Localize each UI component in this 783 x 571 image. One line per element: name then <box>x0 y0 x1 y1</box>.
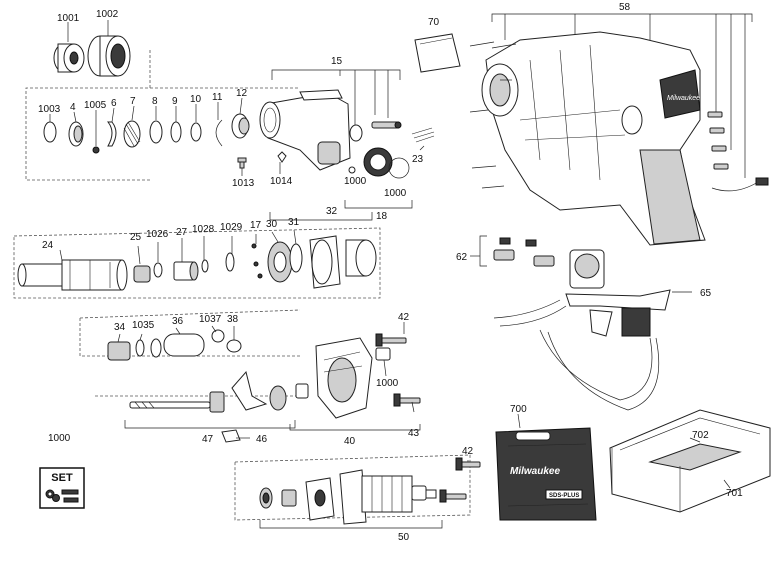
label-32: 32 <box>326 206 338 217</box>
group-brackets <box>124 13 753 529</box>
group-frames <box>13 50 471 521</box>
label-1005: 1005 <box>84 100 107 111</box>
label-1014: 1014 <box>270 176 293 187</box>
label-1000-d: 1000 <box>48 433 71 444</box>
part-1001-cap <box>53 43 85 73</box>
label-42-b: 42 <box>462 446 474 457</box>
label-1035: 1035 <box>132 320 155 331</box>
label-27: 27 <box>176 227 188 238</box>
label-11: 11 <box>212 92 223 103</box>
label-1037: 1037 <box>199 314 222 325</box>
label-1001: 1001 <box>57 13 80 24</box>
label-1026: 1026 <box>146 229 169 240</box>
part-40-gearbox <box>295 333 421 419</box>
part-58-housing: Milwaukee <box>469 31 769 246</box>
label-31: 31 <box>288 217 300 228</box>
label-40: 40 <box>344 436 356 447</box>
label-46: 46 <box>256 434 268 445</box>
housing-brand: Milwaukee <box>667 95 700 102</box>
part-65-switch-harness <box>493 249 671 411</box>
row3-parts <box>107 329 242 361</box>
label-10: 10 <box>190 94 202 105</box>
screws-1013-1014 <box>237 151 287 169</box>
label-700: 700 <box>510 404 527 415</box>
label-15: 15 <box>331 56 343 67</box>
label-1029: 1029 <box>220 222 243 233</box>
label-9: 9 <box>172 96 178 107</box>
label-1000-c: 1000 <box>376 378 399 389</box>
label-702: 702 <box>692 430 709 441</box>
set-badge: SET <box>39 467 85 509</box>
label-18: 18 <box>376 211 388 222</box>
label-58: 58 <box>619 2 631 13</box>
part-1002-dust-cover <box>87 35 131 77</box>
label-4: 4 <box>70 102 76 113</box>
label-25: 25 <box>130 232 142 243</box>
label-24: 24 <box>42 240 54 251</box>
part-15-housing <box>259 89 435 171</box>
label-34: 34 <box>114 322 126 333</box>
label-701: 701 <box>726 488 743 499</box>
label-7: 7 <box>130 96 136 107</box>
case-plate-text: SDS-PLUS <box>549 493 579 499</box>
label-1028: 1028 <box>192 224 215 235</box>
part-701-702-insert <box>609 409 771 513</box>
label-62: 62 <box>456 252 468 263</box>
label-30: 30 <box>266 219 278 230</box>
part-46-clip <box>221 429 241 443</box>
part-50-motor <box>259 457 481 525</box>
label-1013: 1013 <box>232 178 255 189</box>
label-6: 6 <box>111 98 117 109</box>
label-36: 36 <box>172 316 184 327</box>
label-65: 65 <box>700 288 712 299</box>
label-23: 23 <box>412 154 424 165</box>
label-1002: 1002 <box>96 9 119 20</box>
leader-lines <box>49 20 731 489</box>
label-43: 43 <box>408 428 420 439</box>
label-1003: 1003 <box>38 104 61 115</box>
part-18-ratchet <box>348 147 410 179</box>
part-number-labels: 1001 1002 70 58 15 1003 4 1005 6 7 8 9 1… <box>38 2 743 543</box>
label-12: 12 <box>236 88 248 99</box>
part-62-brushes <box>493 237 555 267</box>
label-38: 38 <box>227 314 239 325</box>
label-47: 47 <box>202 434 214 445</box>
label-1000-b: 1000 <box>384 188 407 199</box>
set-badge-text: SET <box>51 472 73 484</box>
part-700-carry-case: Milwaukee SDS-PLUS <box>495 427 597 521</box>
part-47-shaft <box>129 370 287 413</box>
part-24-spindle <box>17 259 128 291</box>
label-42-a: 42 <box>398 312 410 323</box>
case-brand-text: Milwaukee <box>510 466 560 477</box>
label-70: 70 <box>428 17 440 28</box>
label-8: 8 <box>152 96 158 107</box>
label-1000-a: 1000 <box>344 176 367 187</box>
label-17: 17 <box>250 220 262 231</box>
part-70-label <box>414 33 461 73</box>
label-50: 50 <box>398 532 410 543</box>
row2-parts <box>133 235 377 289</box>
